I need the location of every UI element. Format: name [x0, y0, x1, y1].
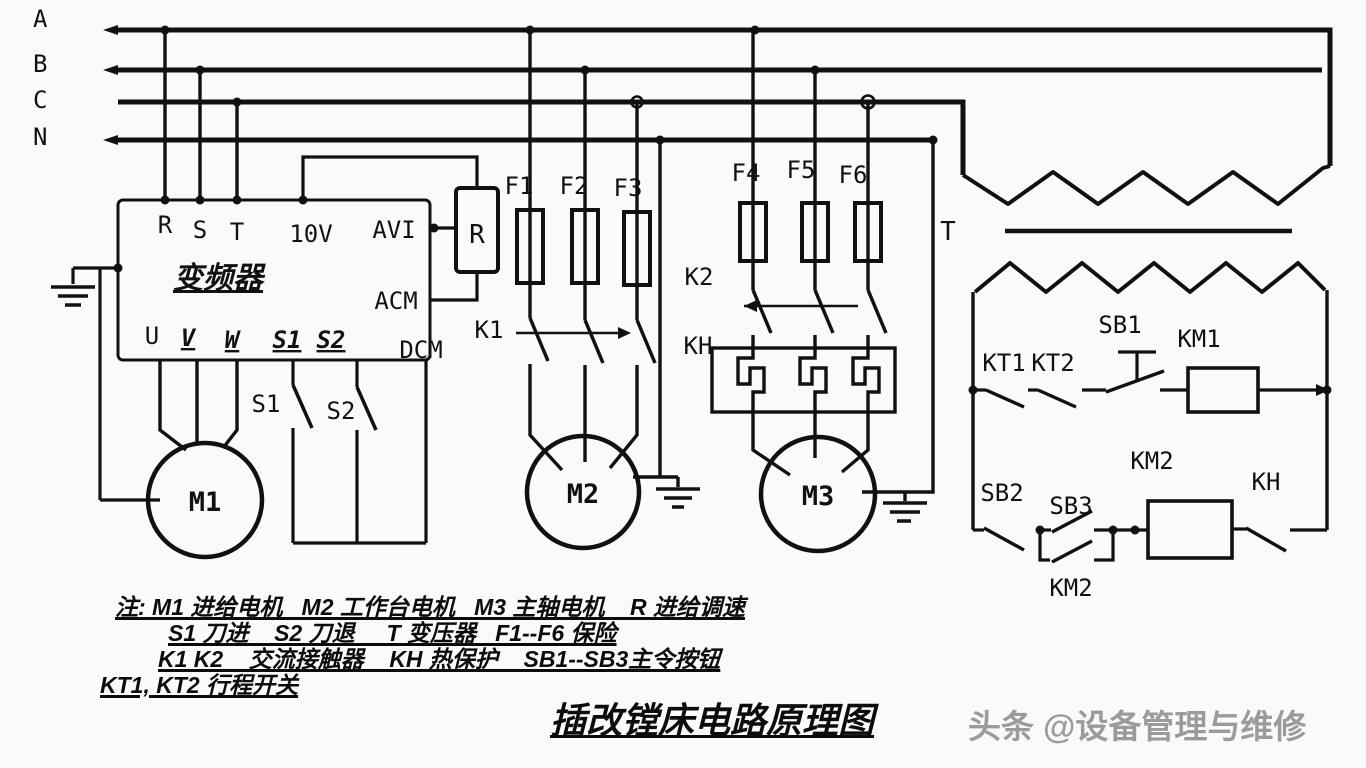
power-buses: A B C N [33, 5, 1333, 175]
transformer-secondary-winding [973, 261, 1327, 294]
label-m3: M3 [802, 481, 835, 512]
control-row-km2: SB2 SB3 KM2 KH KM2 [973, 447, 1327, 602]
bus-b-arrow [103, 65, 118, 75]
fuse-f2-body [570, 208, 600, 285]
label-km1: KM1 [1177, 325, 1220, 353]
motors: M1 M2 M3 [145, 433, 878, 560]
km1-coil [1186, 366, 1260, 414]
inverter-name: 变频器 [173, 261, 266, 295]
note-line-3: K1 K2 交流接触器 KH 热保护 SB1--SB3主令按钮 [158, 646, 721, 672]
sb1-button [1105, 350, 1165, 394]
diagram-title: 插改镗床电路原理图 [550, 700, 875, 741]
label-kh: KH [684, 332, 713, 360]
motor-m2-body [524, 433, 642, 551]
fuse-f3-body [622, 210, 652, 287]
kt1-contact [985, 388, 1025, 409]
resistor-label: R [469, 220, 485, 250]
inverter-term-s2: S2 [317, 326, 346, 354]
label-phase-n: N [33, 123, 47, 151]
fuse-f6-body [853, 201, 883, 263]
fuse-group-2: F4 F5 F6 K2 KH [684, 30, 897, 477]
bus-a-arrow [103, 25, 118, 35]
label-transformer-t: T [940, 217, 956, 247]
watermark-text: 头条 @设备管理与维修 [968, 708, 1307, 745]
label-kt1: KT1 [982, 349, 1025, 377]
feed-direction-switches: S1 S2 [252, 360, 428, 545]
inverter-term-10v: 10V [289, 220, 332, 248]
inverter-term-dcm: DCM [399, 336, 442, 364]
label-switch-s2: S2 [327, 397, 356, 425]
control-row-km1: KT1 KT2 SB1 KM1 [973, 311, 1329, 414]
km2-coil [1146, 499, 1234, 560]
transformer-t: T [940, 164, 1331, 294]
ground-symbol-left [51, 285, 95, 307]
motor-m3-body [758, 434, 878, 554]
label-f3: F3 [614, 174, 643, 202]
fuse-f1-body [515, 208, 545, 285]
kt2-contact [1037, 388, 1077, 409]
inverter-term-u: U [145, 322, 159, 350]
label-m2: M2 [567, 479, 600, 510]
ground-symbol-m3 [883, 501, 927, 523]
inverter-term-avi: AVI [372, 216, 415, 244]
kh-nc-contact [1245, 526, 1287, 553]
control-circuit: KT1 KT2 SB1 KM1 SB2 SB3 KM2 KH KM2 [971, 290, 1329, 602]
inverter-term-acm: ACM [374, 287, 417, 315]
label-f5: F5 [787, 156, 816, 184]
note-line-1: 注: M1 进给电机 M2 工作台电机 M3 主轴电机 R 进给调速 [115, 594, 745, 620]
ground-symbol-m2 [656, 487, 700, 509]
inverter-term-r: R [158, 211, 173, 239]
label-kh-contact: KH [1252, 468, 1281, 496]
note-line-2: S1 刀进 S2 刀退 T 变压器 F1--F6 保险 [168, 620, 617, 646]
thermal-relay-kh [710, 346, 897, 414]
fuse-f4-body [738, 201, 768, 263]
label-switch-s1: S1 [252, 390, 281, 418]
fuse-f5-body [800, 201, 830, 263]
note-line-4: KT1, KT2 行程开关 [100, 672, 299, 698]
inverter-term-t: T [230, 218, 244, 246]
bus-n-arrow [103, 135, 118, 145]
label-f2: F2 [560, 172, 589, 200]
label-sb1: SB1 [1098, 311, 1141, 339]
contactor-k2-contacts [744, 289, 888, 334]
label-phase-c: C [33, 86, 47, 114]
terminal-circles [630, 94, 876, 110]
inverter-term-v: V [181, 324, 197, 352]
label-kt2: KT2 [1031, 349, 1074, 377]
sb2-button [983, 526, 1025, 552]
label-k1: K1 [475, 316, 504, 344]
km2-aux-contact [1051, 539, 1093, 564]
contactor-k1-contacts [516, 317, 657, 364]
inverter-term-s1: S1 [273, 326, 302, 354]
motor-m1-body [145, 440, 265, 560]
junction-dots [113, 25, 1332, 535]
label-km2-coil: KM2 [1130, 447, 1173, 475]
label-km2-contact: KM2 [1049, 574, 1092, 602]
m1-leads [158, 360, 239, 452]
inverter-earth [51, 266, 160, 502]
feed-speed-resistor: R [454, 186, 500, 274]
fuse-group-1: F1 F2 F3 K1 [475, 30, 657, 472]
neutral-earth-branches [633, 140, 935, 523]
label-sb3: SB3 [1049, 492, 1092, 520]
label-phase-b: B [33, 50, 47, 78]
label-phase-a: A [33, 5, 48, 33]
inverter-term-w: W [225, 326, 242, 354]
transformer-primary-winding [961, 164, 1331, 206]
label-sb2: SB2 [980, 479, 1023, 507]
inverter-term-s: S [193, 216, 207, 244]
label-m1: M1 [189, 487, 222, 518]
label-f6: F6 [839, 161, 868, 189]
sb3-button [1051, 509, 1093, 534]
label-k2: K2 [685, 263, 714, 291]
label-f1: F1 [505, 172, 534, 200]
label-f4: F4 [732, 159, 761, 187]
inverter-block: R S T 10V AVI ACM DCM 变频器 U V W S1 S2 [116, 30, 479, 364]
